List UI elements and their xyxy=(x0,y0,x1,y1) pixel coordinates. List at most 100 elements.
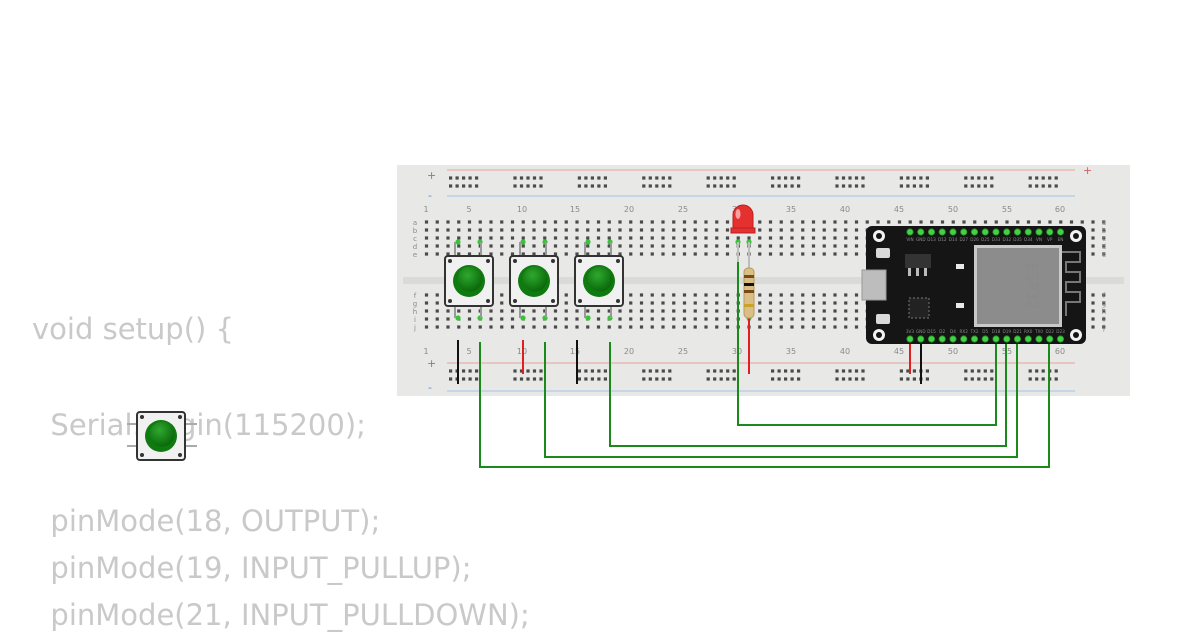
power-rail-hole[interactable] xyxy=(841,184,846,188)
breadboard-hole[interactable] xyxy=(586,236,590,240)
power-rail-hole[interactable] xyxy=(449,377,453,381)
breadboard-hole[interactable] xyxy=(758,228,762,232)
breadboard-hole[interactable] xyxy=(607,244,611,248)
breadboard-hole[interactable] xyxy=(790,293,794,297)
breadboard-hole[interactable] xyxy=(693,228,697,232)
breadboard-hole[interactable] xyxy=(446,317,450,321)
breadboard-hole[interactable] xyxy=(1091,293,1095,297)
breadboard-hole[interactable] xyxy=(607,236,611,240)
breadboard-hole[interactable] xyxy=(500,293,504,297)
breadboard-hole[interactable] xyxy=(715,317,719,321)
breadboard-hole[interactable] xyxy=(629,293,633,297)
power-rail-hole[interactable] xyxy=(668,377,672,381)
breadboard-hole[interactable] xyxy=(672,236,676,240)
breadboard-hole[interactable] xyxy=(1016,220,1020,224)
breadboard-hole[interactable] xyxy=(1102,252,1106,256)
breadboard-hole[interactable] xyxy=(661,293,665,297)
breadboard-hole[interactable] xyxy=(758,252,762,256)
power-rail-hole[interactable] xyxy=(732,377,736,381)
power-rail-hole[interactable] xyxy=(854,377,859,381)
esp32-pin[interactable] xyxy=(1046,335,1054,343)
breadboard-hole[interactable] xyxy=(639,317,644,321)
power-rail-hole[interactable] xyxy=(899,176,903,180)
breadboard-hole[interactable] xyxy=(962,220,966,224)
breadboard-hole[interactable] xyxy=(779,244,783,248)
breadboard-hole[interactable] xyxy=(467,244,472,248)
power-rail-hole[interactable] xyxy=(532,184,537,188)
breadboard-hole[interactable] xyxy=(1091,317,1095,321)
breadboard-hole[interactable] xyxy=(1091,244,1095,248)
esp32-pin[interactable] xyxy=(938,228,946,236)
power-rail-hole[interactable] xyxy=(925,176,929,180)
power-rail-hole[interactable] xyxy=(977,369,981,373)
breadboard-hole[interactable] xyxy=(564,244,568,248)
power-rail-hole[interactable] xyxy=(590,184,594,188)
breadboard-hole[interactable] xyxy=(532,236,536,240)
breadboard-hole[interactable] xyxy=(500,244,504,248)
breadboard-hole[interactable] xyxy=(833,325,837,329)
breadboard-hole[interactable] xyxy=(564,317,568,321)
breadboard-hole[interactable] xyxy=(822,325,826,329)
breadboard-hole[interactable] xyxy=(951,220,955,224)
power-rail-hole[interactable] xyxy=(841,377,846,381)
breadboard-hole[interactable] xyxy=(446,252,450,256)
breadboard-hole[interactable] xyxy=(725,244,730,248)
breadboard-hole[interactable] xyxy=(844,228,848,232)
breadboard-hole[interactable] xyxy=(553,317,558,321)
breadboard-hole[interactable] xyxy=(1048,220,1052,224)
breadboard-hole[interactable] xyxy=(435,252,439,256)
power-rail-hole[interactable] xyxy=(475,176,479,180)
breadboard-hole[interactable] xyxy=(1080,220,1084,224)
power-rail-hole[interactable] xyxy=(648,369,652,373)
breadboard-hole[interactable] xyxy=(618,309,622,313)
breadboard-hole[interactable] xyxy=(768,325,773,329)
esp32-pin[interactable] xyxy=(1024,335,1032,343)
breadboard-hole[interactable] xyxy=(650,317,654,321)
power-rail-hole[interactable] xyxy=(835,176,839,180)
power-rail-hole[interactable] xyxy=(526,184,530,188)
power-rail-hole[interactable] xyxy=(590,377,594,381)
power-rail-hole[interactable] xyxy=(899,184,903,188)
breadboard-hole[interactable] xyxy=(715,228,719,232)
breadboard-hole[interactable] xyxy=(575,252,579,256)
power-rail-hole[interactable] xyxy=(1041,377,1045,381)
en-button[interactable] xyxy=(876,314,890,324)
breadboard-hole[interactable] xyxy=(768,252,773,256)
power-rail-hole[interactable] xyxy=(513,369,517,373)
breadboard-hole[interactable] xyxy=(478,325,482,329)
breadboard-hole[interactable] xyxy=(446,309,450,313)
breadboard-hole[interactable] xyxy=(704,228,708,232)
breadboard-hole[interactable] xyxy=(833,301,837,305)
power-rail-hole[interactable] xyxy=(797,369,801,373)
power-rail-hole[interactable] xyxy=(861,176,865,180)
breadboard-hole[interactable] xyxy=(446,325,450,329)
breadboard-hole[interactable] xyxy=(940,220,945,224)
breadboard-hole[interactable] xyxy=(564,228,568,232)
breadboard-hole[interactable] xyxy=(682,252,687,256)
breadboard-hole[interactable] xyxy=(489,252,493,256)
power-rail-hole[interactable] xyxy=(861,377,865,381)
power-rail-hole[interactable] xyxy=(964,377,968,381)
breadboard-hole[interactable] xyxy=(639,309,644,313)
breadboard-hole[interactable] xyxy=(650,301,654,305)
breadboard-hole[interactable] xyxy=(467,228,472,232)
breadboard-hole[interactable] xyxy=(790,228,794,232)
breadboard-hole[interactable] xyxy=(1102,293,1106,297)
breadboard-hole[interactable] xyxy=(435,293,439,297)
breadboard-hole[interactable] xyxy=(424,317,429,321)
breadboard-hole[interactable] xyxy=(661,309,665,313)
breadboard-hole[interactable] xyxy=(758,325,762,329)
breadboard-hole[interactable] xyxy=(457,325,461,329)
power-rail-hole[interactable] xyxy=(655,369,659,373)
power-rail-hole[interactable] xyxy=(519,369,524,373)
breadboard-hole[interactable] xyxy=(682,293,687,297)
breadboard-hole[interactable] xyxy=(811,309,816,313)
breadboard-hole[interactable] xyxy=(811,301,816,305)
breadboard-hole[interactable] xyxy=(586,244,590,248)
breadboard-hole[interactable] xyxy=(543,244,547,248)
breadboard-hole[interactable] xyxy=(489,325,493,329)
power-rail-hole[interactable] xyxy=(532,369,537,373)
breadboard-hole[interactable] xyxy=(564,309,568,313)
power-rail-hole[interactable] xyxy=(861,184,865,188)
breadboard-hole[interactable] xyxy=(543,228,547,232)
